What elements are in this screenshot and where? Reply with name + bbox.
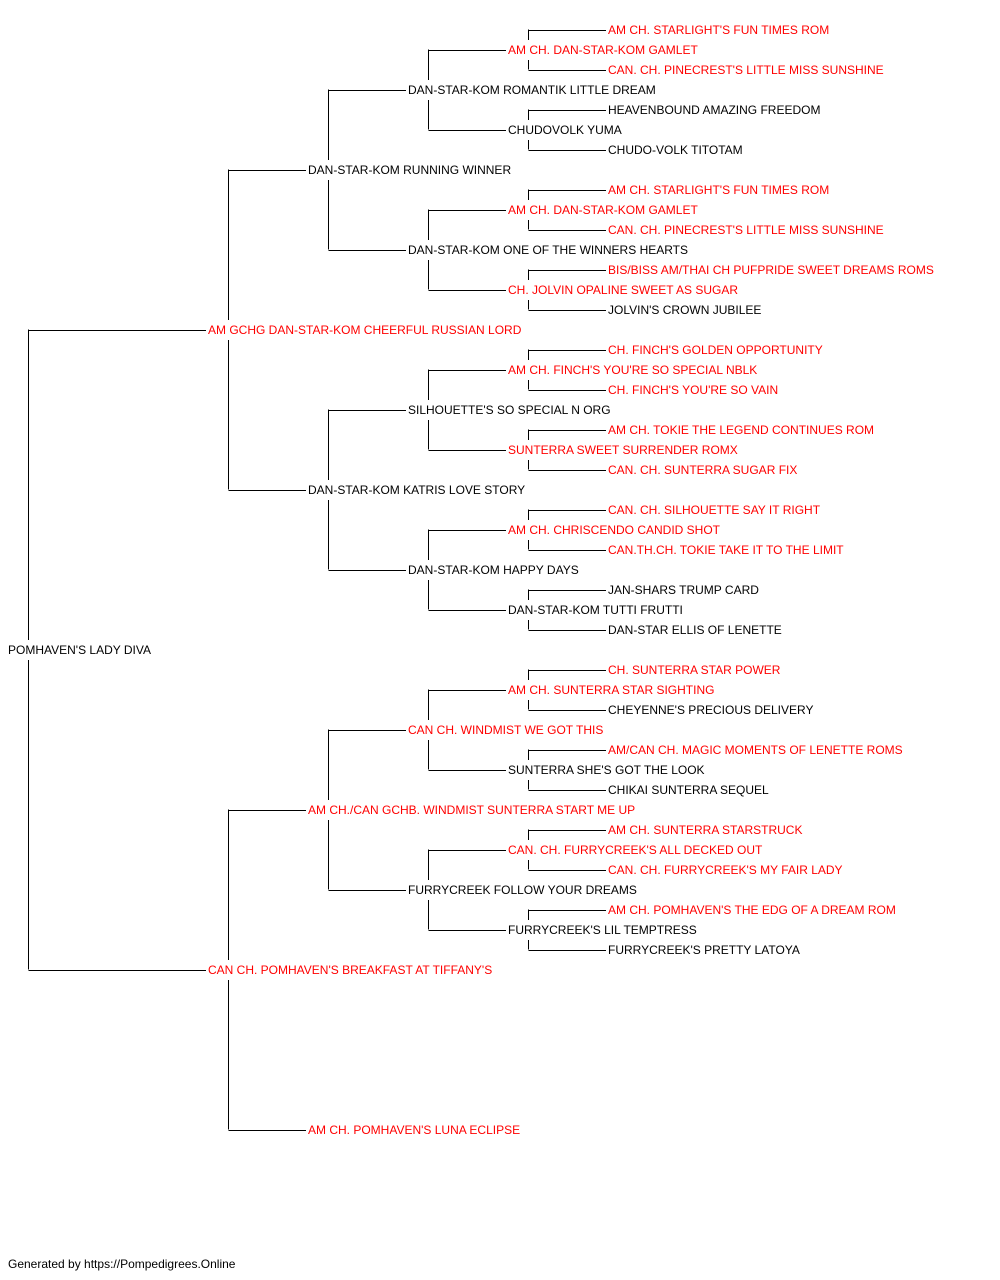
- ancestor-name[interactable]: CAN. CH. SILHOUETTE SAY IT RIGHT: [608, 503, 823, 517]
- ancestor-name[interactable]: DAN-STAR ELLIS OF LENETTE: [608, 623, 784, 637]
- ancestor-name[interactable]: DAN-STAR-KOM ONE OF THE WINNERS HEARTS: [408, 243, 691, 257]
- ancestor-name[interactable]: AM CH. SUNTERRA STARSTRUCK: [608, 823, 805, 837]
- ancestor-name[interactable]: CAN CH. POMHAVEN'S BREAKFAST AT TIFFANY'…: [208, 963, 495, 977]
- ancestor-name[interactable]: FURRYCREEK FOLLOW YOUR DREAMS: [408, 883, 639, 897]
- ancestor-name[interactable]: AM CH./CAN GCHB. WINDMIST SUNTERRA START…: [308, 803, 638, 817]
- ancestor-name[interactable]: JAN-SHARS TRUMP CARD: [608, 583, 761, 597]
- ancestor-name[interactable]: SUNTERRA SHE'S GOT THE LOOK: [508, 763, 707, 777]
- ancestor-name[interactable]: CAN. CH. FURRYCREEK'S ALL DECKED OUT: [508, 843, 765, 857]
- ancestor-name[interactable]: CAN. CH. PINECREST'S LITTLE MISS SUNSHIN…: [608, 63, 886, 77]
- ancestor-name[interactable]: CAN.TH.CH. TOKIE TAKE IT TO THE LIMIT: [608, 543, 846, 557]
- ancestor-name[interactable]: CH. JOLVIN OPALINE SWEET AS SUGAR: [508, 283, 741, 297]
- ancestor-name[interactable]: JOLVIN'S CROWN JUBILEE: [608, 303, 764, 317]
- ancestor-name[interactable]: AM CH. TOKIE THE LEGEND CONTINUES ROM: [608, 423, 877, 437]
- ancestor-name[interactable]: DAN-STAR-KOM ROMANTIK LITTLE DREAM: [408, 83, 658, 97]
- ancestor-name[interactable]: FURRYCREEK'S PRETTY LATOYA: [608, 943, 802, 957]
- ancestor-name[interactable]: CHUDO-VOLK TITOTAM: [608, 143, 745, 157]
- ancestor-name[interactable]: FURRYCREEK'S LIL TEMPTRESS: [508, 923, 699, 937]
- ancestor-name[interactable]: AM CH. FINCH'S YOU'RE SO SPECIAL NBLK: [508, 363, 760, 377]
- ancestor-name[interactable]: DAN-STAR-KOM TUTTI FRUTTI: [508, 603, 685, 617]
- ancestor-name[interactable]: CH. FINCH'S GOLDEN OPPORTUNITY: [608, 343, 825, 357]
- subject-dog-name[interactable]: POMHAVEN'S LADY DIVA: [8, 643, 153, 657]
- ancestor-name[interactable]: CHUDOVOLK YUMA: [508, 123, 624, 137]
- ancestor-name[interactable]: CAN CH. WINDMIST WE GOT THIS: [408, 723, 606, 737]
- ancestor-name[interactable]: AM CH. POMHAVEN'S LUNA ECLIPSE: [308, 1123, 523, 1137]
- ancestor-name[interactable]: CAN. CH. SUNTERRA SUGAR FIX: [608, 463, 800, 477]
- ancestor-name[interactable]: DAN-STAR-KOM KATRIS LOVE STORY: [308, 483, 528, 497]
- ancestor-name[interactable]: CHEYENNE'S PRECIOUS DELIVERY: [608, 703, 816, 717]
- ancestor-name[interactable]: AM CH. STARLIGHT'S FUN TIMES ROM: [608, 183, 832, 197]
- ancestor-name[interactable]: AM CH. DAN-STAR-KOM GAMLET: [508, 43, 700, 57]
- ancestor-name[interactable]: HEAVENBOUND AMAZING FREEDOM: [608, 103, 823, 117]
- ancestor-name[interactable]: BIS/BISS AM/THAI CH PUFPRIDE SWEET DREAM…: [608, 263, 936, 277]
- ancestor-name[interactable]: DAN-STAR-KOM HAPPY DAYS: [408, 563, 581, 577]
- ancestor-name[interactable]: AM CH. DAN-STAR-KOM GAMLET: [508, 203, 700, 217]
- ancestor-name[interactable]: CH. SUNTERRA STAR POWER: [608, 663, 783, 677]
- ancestor-name[interactable]: AM GCHG DAN-STAR-KOM CHEERFUL RUSSIAN LO…: [208, 323, 524, 337]
- ancestor-name[interactable]: DAN-STAR-KOM RUNNING WINNER: [308, 163, 514, 177]
- ancestor-name[interactable]: CH. FINCH'S YOU'RE SO VAIN: [608, 383, 781, 397]
- ancestor-name[interactable]: AM CH. CHRISCENDO CANDID SHOT: [508, 523, 723, 537]
- ancestor-name[interactable]: SILHOUETTE'S SO SPECIAL N ORG: [408, 403, 613, 417]
- generated-by-footer: Generated by https://Pompedigrees.Online: [8, 1257, 236, 1271]
- ancestor-name[interactable]: AM CH. SUNTERRA STAR SIGHTING: [508, 683, 717, 697]
- ancestor-name[interactable]: AM CH. POMHAVEN'S THE EDG OF A DREAM ROM: [608, 903, 898, 917]
- ancestor-name[interactable]: CHIKAI SUNTERRA SEQUEL: [608, 783, 771, 797]
- ancestor-name[interactable]: AM/CAN CH. MAGIC MOMENTS OF LENETTE ROMS: [608, 743, 905, 757]
- ancestor-name[interactable]: CAN. CH. PINECREST'S LITTLE MISS SUNSHIN…: [608, 223, 886, 237]
- ancestor-name[interactable]: CAN. CH. FURRYCREEK'S MY FAIR LADY: [608, 863, 845, 877]
- ancestor-name[interactable]: SUNTERRA SWEET SURRENDER ROMX: [508, 443, 740, 457]
- ancestor-name[interactable]: AM CH. STARLIGHT'S FUN TIMES ROM: [608, 23, 832, 37]
